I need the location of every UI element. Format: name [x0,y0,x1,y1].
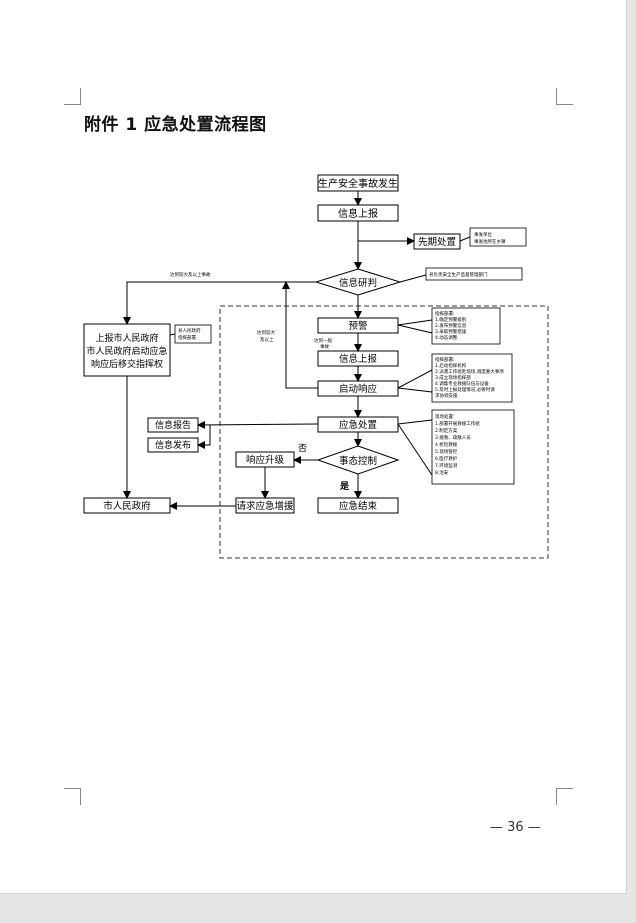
node-info-release-label: 信息发布 [155,439,191,451]
node-accident-occurs-label: 生产安全事故发生 [318,177,398,190]
node-info-judge-label: 信息研判 [339,277,377,289]
node-start-response-label: 启动响应 [339,383,378,395]
note-start-response-line-3: 2.派遣工作组赴现场,调度重大事项 [435,368,504,375]
note-warning-line-1: 指挥部署: [435,310,455,317]
connector-handling-note-2 [397,423,433,476]
note-start-response-line-5: 4.调集专业救援队伍与设备 [435,380,489,387]
note-city-gov-line-1: 县人民政府 [178,327,201,334]
node-first-handling-label: 先期处置 [418,236,456,248]
arrow-start-loop-up [282,281,318,389]
note-handling-line-7: 6.医疗救护 [435,455,458,462]
label-yes: 是 [339,481,350,492]
document-page: 附件 1 应急处置流程图 — 36 — 生产安全事故发生 信息上报 先期处置 信… [0,0,627,894]
node-emergency-end-label: 应急结束 [339,500,378,512]
connector-handling-note [397,419,433,425]
node-city-gov-handover-line-2: 市人民政府启动应急 [86,345,167,357]
note-handling-line-1: 现场处置: [435,413,455,420]
page-title: 附件 1 应急处置流程图 [84,115,267,135]
note-warning [431,307,501,345]
label-reach-major-short-2: 及以上 [260,336,274,343]
crop-mark-bottom-right [556,788,573,805]
connector-start-note-2 [397,387,433,393]
note-warning-line-2: 1.确定预警级别 [435,316,467,323]
note-start-response-line-7: 求协调支援 [435,392,458,399]
node-situation-control-label: 事态控制 [339,455,377,467]
connector-judge-note [399,274,427,283]
note-handling-line-9: 8.治安 [435,469,449,476]
label-reach-general-2: 事故 [320,343,329,350]
note-handling-line-8: 7.环境监测 [435,462,458,469]
note-handling-line-5: 4.抢险救援 [435,441,458,448]
crop-mark-bottom-left [64,788,81,805]
node-warning-label: 预警 [348,320,368,332]
connector-gov-note [169,333,176,336]
note-handling-line-4: 3.搜救、疏散人员 [435,434,471,441]
node-emergency-handling-label: 应急处置 [339,419,377,431]
arrow-judge-to-city-gov [123,281,316,325]
note-first-handling-line-1: 事发单位 [474,231,492,238]
connector-start-note [397,369,433,389]
page-number: — 36 — [490,820,541,835]
node-city-gov-handover-line-3: 响应后移交指挥权 [91,358,163,370]
node-city-gov-label: 市人民政府 [103,500,151,512]
label-reach-major: 达到较大及以上事故 [170,271,211,278]
note-handling-line-6: 5.现场管控 [435,448,458,455]
note-city-gov-line-2: 指挥部署 [178,334,196,341]
note-handling-line-2: 1.部署开展救援工作组 [435,420,480,427]
node-info-report-2-label: 信息上报 [339,353,378,365]
connector-warning-note [397,319,433,326]
connector-warning-note-2 [397,324,433,334]
note-start-response-line-2: 1.启动指挥机构 [435,362,467,369]
crop-mark-top-right [556,88,573,105]
note-handling-line-3: 2.制定方案 [435,427,458,434]
note-start-response [431,353,513,403]
note-start-response-line-1: 指挥部署: [435,356,455,363]
crop-mark-top-left [64,88,81,105]
note-start-response-line-6: 5.及时上报处理情况,必要时请 [435,386,495,393]
note-first-handling-line-2: 事发地所在乡镇 [474,238,506,245]
node-city-gov-handover [83,323,171,377]
note-warning-line-3: 2.发布预警信息 [435,322,467,329]
note-judge [425,267,523,281]
note-warning-line-4: 3.采取预警措施 [435,328,467,335]
flowchart: 生产安全事故发生 信息上报 先期处置 信息研判 预警 信息上报 启动响应 应急处… [83,174,549,559]
label-reach-general-1: 达到一般 [314,337,332,344]
node-info-report-side-label: 信息报告 [155,419,191,431]
note-emergency-handling [431,409,515,485]
arrow-handling-to-info-report [197,420,319,429]
response-scope-dashed-box [219,305,549,559]
label-reach-major-short-1: 达到较大 [257,329,275,336]
node-request-support-label: 请求应急增援 [236,500,294,512]
node-info-report-1-label: 信息上报 [338,207,378,220]
note-start-response-line-4: 3.成立现场指挥部 [435,374,471,381]
node-city-gov-handover-line-1: 上报市人民政府 [95,332,158,344]
connector-first-note [459,236,471,242]
node-response-upgrade-label: 响应升级 [246,454,285,466]
note-judge-text: 县负责安全生产监督管理部门 [429,271,488,278]
arrow-to-info-release [197,425,211,449]
label-no: 否 [298,443,307,454]
note-warning-line-5: 4.动态调整 [435,334,458,341]
